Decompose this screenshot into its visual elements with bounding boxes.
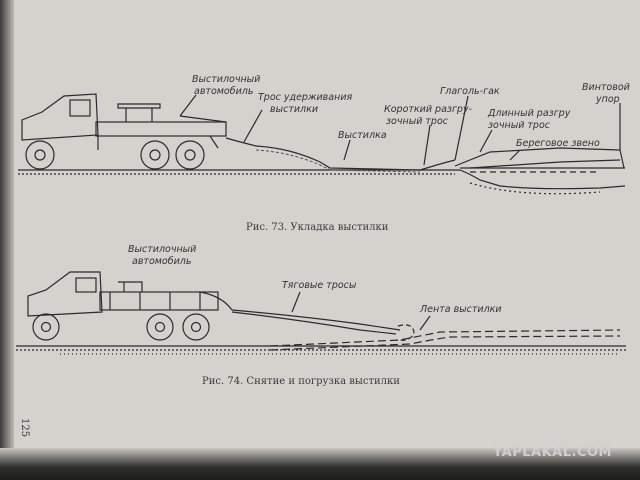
figure-74: Выстилочный автомобиль Тяговые тросы Лен… xyxy=(16,244,626,387)
fig73-label-long-rope-2: зочный трос xyxy=(488,120,551,131)
fig74-caption: Рис. 74. Снятие и погрузка выстилки xyxy=(202,376,400,387)
fig74-label-mat-tape: Лента выстилки xyxy=(419,304,502,315)
fig73-label-truck-2: автомобиль xyxy=(194,86,253,97)
fig74-ground xyxy=(16,345,626,355)
watermark: YAPLAKAL.COM xyxy=(492,445,612,460)
fig73-label-hold-rope-1: Трос удерживания xyxy=(258,92,352,103)
fig73-caption: Рис. 73. Укладка выстилки xyxy=(246,222,389,233)
fig73-ground xyxy=(18,169,626,195)
fig74-tow-ropes xyxy=(231,309,401,335)
fig73-truck xyxy=(21,93,227,170)
fig73-label-hold-rope-2: выстилки xyxy=(270,104,318,115)
fig74-label-truck-2: автомобиль xyxy=(132,256,191,267)
fig73-leaders xyxy=(179,94,621,166)
fig73-label-screw-1: Винтовой xyxy=(582,82,630,93)
fig74-label-truck-1: Выстилочный xyxy=(128,244,196,255)
fig73-label-mat: Выстилка xyxy=(338,130,387,141)
fig74-label-tow-ropes: Тяговые тросы xyxy=(282,280,357,291)
fig73-label-shore-link: Береговое звено xyxy=(516,138,600,149)
fig73-label-long-rope-1: Длинный разгру xyxy=(487,108,571,119)
fig73-label-truck-1: Выстилочный xyxy=(192,74,260,85)
page-bottom-shadow xyxy=(0,448,640,480)
figure-73: Выстилочный автомобиль Трос удерживания … xyxy=(18,74,630,233)
fig74-leaders xyxy=(291,291,431,331)
page-edge-shadow xyxy=(0,0,14,480)
fig73-mat xyxy=(225,137,625,173)
fig73-label-short-rope-1: Короткий разгру- xyxy=(384,104,473,115)
fig73-label-screw-2: упор xyxy=(595,94,620,105)
fig73-label-hook: Глаголь-гак xyxy=(440,86,500,97)
fig74-truck xyxy=(27,271,233,341)
fig74-mat-tape xyxy=(269,324,621,351)
page-number: 125 xyxy=(19,418,30,437)
fig73-label-short-rope-2: зочный трос xyxy=(386,116,449,127)
fig73-water xyxy=(460,167,625,173)
